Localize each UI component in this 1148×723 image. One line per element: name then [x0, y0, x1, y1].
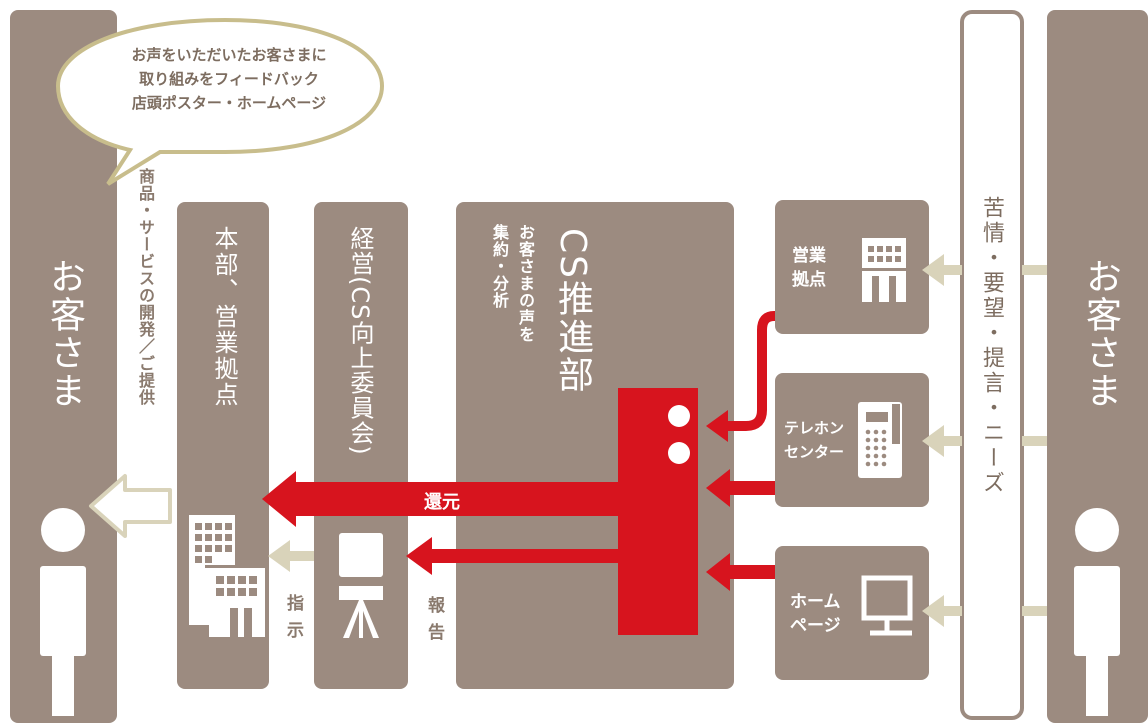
instruction-arrow-head — [268, 540, 290, 572]
speech-bubble — [55, 17, 385, 186]
report-arrow-head — [406, 537, 432, 575]
products-to-customer-arrow — [89, 474, 172, 538]
report-arrow-shaft — [430, 549, 618, 563]
speech-bubble-text: お声をいただいたお客さまに 取り組みをフィードバック 店頭ポスター・ホームページ — [84, 43, 374, 115]
cs-dept-title: CS推進部 — [552, 228, 593, 394]
branch-label: 営業 拠点 — [792, 244, 826, 292]
return-arrow-head — [262, 471, 296, 527]
bubble-line-3: 店頭ポスター・ホームページ — [131, 94, 327, 112]
telephone-label: テレホン センター — [784, 416, 844, 464]
instruction-arrow-shaft — [288, 551, 314, 561]
band-to-channel-arrows — [922, 254, 962, 627]
products-services-label: 商品・サービスの開発／ご提供 — [136, 168, 155, 406]
homepage-label: ホーム ページ — [790, 590, 841, 638]
management-label: 経営(CS向上委員会) — [346, 226, 374, 456]
telephone-label-1: テレホン — [784, 419, 845, 437]
customer-left-column — [10, 10, 117, 723]
hub-block — [618, 388, 698, 635]
instruction-label: 指示 — [283, 594, 303, 648]
computer-icon — [861, 575, 913, 636]
person-icon-left — [40, 508, 86, 716]
office-building-icon — [862, 238, 906, 302]
return-arrow-shaft — [292, 482, 618, 516]
telephone-label-2: センター — [784, 443, 845, 461]
homepage-label-2: ページ — [790, 616, 841, 636]
homepage-label-1: ホーム — [790, 592, 841, 612]
branch-label-2: 拠点 — [792, 270, 826, 290]
meeting-table-icon — [339, 533, 383, 638]
return-label: 還元 — [424, 492, 460, 513]
cs-dept-subtitle-text: お客さまの声を集約・分析 — [490, 224, 535, 343]
feedback-label: 苦情・要望・提言・ニーズ — [979, 196, 1004, 496]
management-column — [314, 202, 408, 689]
person-icon-right — [1074, 508, 1120, 716]
homepage-to-hub-arrow — [706, 553, 730, 591]
customer-to-band-lines — [1022, 265, 1047, 616]
bubble-line-1: お声をいただいたお客さまに — [131, 46, 327, 64]
customer-right-column — [1047, 10, 1148, 723]
telephone-to-hub-arrow — [706, 469, 730, 507]
building-icon — [189, 515, 267, 638]
cs-dept-subtitle: お客さまの声を集約・分析 — [486, 224, 538, 354]
branch-label-1: 営業 — [792, 246, 826, 266]
customer-left-label: お客さま — [44, 258, 85, 410]
hub-dot-bottom — [668, 442, 690, 464]
hq-label: 本部、営業拠点 — [210, 226, 238, 408]
customer-right-label: お客さま — [1080, 258, 1121, 410]
report-label: 報告 — [424, 596, 444, 650]
branch-to-hub-arrow — [726, 311, 775, 431]
hub-dot-top — [668, 405, 690, 427]
bubble-line-2: 取り組みをフィードバック — [139, 70, 319, 88]
feedback-band — [960, 10, 1024, 720]
telephone-icon — [858, 402, 902, 478]
